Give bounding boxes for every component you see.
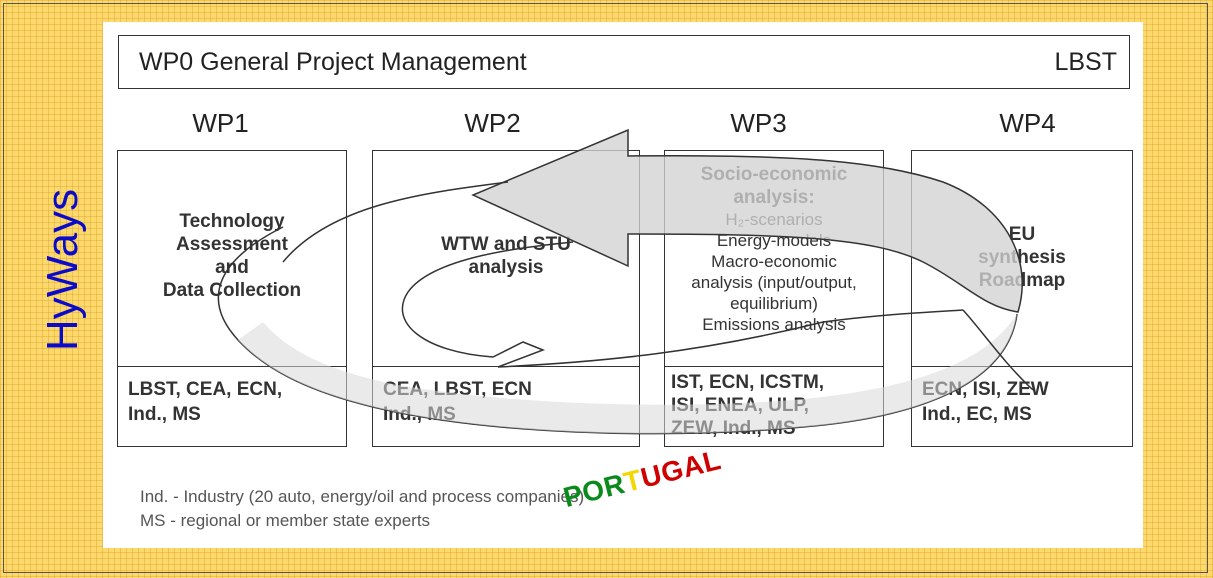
wp2-title-line: WTW and STU [441, 234, 571, 255]
wp3-subtitle-line: Energy-models [716, 231, 832, 250]
wp0-box: WP0 General Project Management LBST [118, 35, 1130, 89]
wp2-title: WTW and STU analysis [373, 233, 639, 279]
wp1-title-line: and [215, 257, 249, 278]
wp2-divider [373, 366, 639, 367]
wp3-subtitle: H₂-scenarios Energy-models Macro-economi… [665, 209, 883, 335]
side-title-text: HyWays [38, 188, 87, 352]
wp0-lead: LBST [1054, 47, 1117, 76]
wp4-partners: ECN, ISI, ZEW Ind., EC, MS [922, 379, 1049, 425]
wp1-title-line: Technology [179, 211, 285, 232]
wp3-title-line: analysis: [733, 187, 815, 208]
wp0-title: WP0 General Project Management [139, 47, 527, 76]
wp3-subtitle-line: H₂-scenarios [725, 210, 823, 229]
wp2-title-line: analysis [468, 257, 544, 278]
wp1-title: Technology Assessment and Data Collectio… [118, 210, 346, 302]
wp4-title-line: synthesis [978, 247, 1066, 268]
note-ms: MS - regional or member state experts [140, 511, 431, 530]
wp2-heading: WP2 [464, 108, 521, 138]
wp4-title: EU synthesis Roadmap [912, 223, 1132, 292]
wp3-title-line: Socio-economic [700, 164, 848, 185]
wp4-title-line: EU [1008, 224, 1036, 245]
wp4-heading: WP4 [999, 108, 1056, 138]
wp1-partners: LBST, CEA, ECN, Ind., MS [128, 379, 283, 425]
wp4-divider [912, 366, 1132, 367]
wp4-box: EU synthesis Roadmap ECN, ISI, ZEW Ind.,… [911, 150, 1133, 447]
wp3-partners: IST, ECN, ICSTM, ISI, ENEA, ULP, ZEW, In… [671, 372, 825, 439]
wp3-subtitle-line: analysis (input/output, [691, 273, 857, 292]
wp3-title: Socio-economic analysis: H₂-scenarios En… [665, 163, 883, 335]
side-title: HyWays [28, 150, 98, 390]
wp2-box: WTW and STU analysis CEA, LBST, ECN Ind.… [372, 150, 640, 447]
wp3-box: Socio-economic analysis: H₂-scenarios En… [664, 150, 884, 447]
wp3-divider [665, 366, 883, 367]
wp3-subtitle-line: Macro-economic [711, 252, 837, 271]
wp1-title-line: Data Collection [162, 280, 302, 301]
wp1-title-line: Assessment [176, 234, 288, 255]
wp1-divider [118, 366, 346, 367]
diagram-canvas: WP0 General Project Management LBST WP1 … [103, 22, 1143, 548]
wp3-subtitle-line: equilibrium) [730, 294, 818, 313]
wp4-title-line: Roadmap [978, 270, 1066, 291]
wp1-box: Technology Assessment and Data Collectio… [117, 150, 347, 447]
wp2-partners: CEA, LBST, ECN Ind., MS [383, 379, 532, 425]
wp3-subtitle-line: Emissions analysis [702, 315, 846, 334]
wp3-heading: WP3 [730, 108, 787, 138]
wp1-heading: WP1 [192, 108, 249, 138]
note-industry: Ind. - Industry (20 auto, energy/oil and… [140, 487, 585, 506]
